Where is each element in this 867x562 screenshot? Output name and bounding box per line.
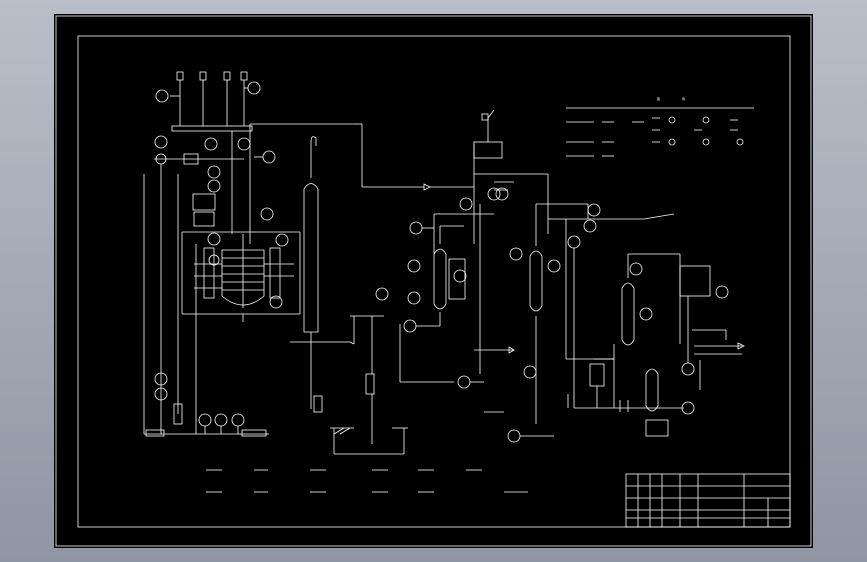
title-block xyxy=(625,473,791,528)
drawing-sheet: 图 例 xyxy=(54,14,813,548)
equipment-tag-marks xyxy=(206,469,528,493)
right-process-section xyxy=(548,203,745,437)
outer-frame xyxy=(55,15,812,547)
legend: 图 例 xyxy=(566,96,754,157)
left-instrument-column xyxy=(143,164,269,437)
reactor xyxy=(181,207,301,322)
main-header-lines xyxy=(354,109,549,254)
drain-pit xyxy=(330,394,408,455)
feed-lines xyxy=(154,71,354,246)
distillation-column-2 xyxy=(484,181,589,443)
legend-heading-right: 例 xyxy=(682,96,685,101)
process-flow-diagram: 图 例 xyxy=(55,15,812,547)
inner-frame xyxy=(77,35,791,528)
reflux-column-left xyxy=(290,136,355,413)
legend-heading-left: 图 xyxy=(657,97,660,101)
distillation-column-1 xyxy=(350,204,515,395)
